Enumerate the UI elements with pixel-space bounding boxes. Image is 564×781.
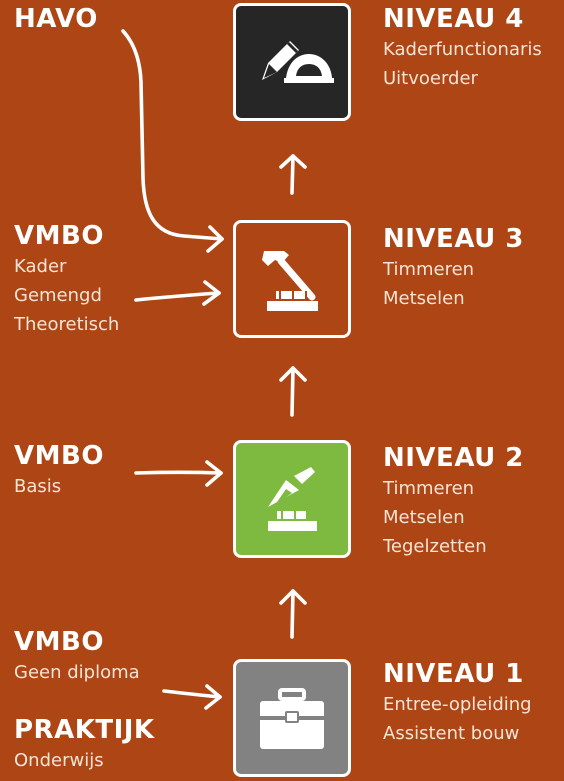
hammer-bricks-icon bbox=[262, 251, 318, 311]
vmbo-basis-label-block: VMBO Basis bbox=[14, 441, 104, 501]
level-4-box bbox=[233, 3, 351, 121]
arrow-niveau-3-to-niveau-4 bbox=[290, 154, 295, 195]
niveau-4-title: NIVEAU 4 bbox=[383, 4, 524, 34]
arrow-niveau-2-head bbox=[279, 589, 307, 605]
arrow-havo-to-niveau-3 bbox=[121, 29, 224, 241]
niveau-3-line-metselen: Metselen bbox=[383, 288, 465, 309]
arrow-niveau-1-to-niveau-2 bbox=[290, 589, 295, 639]
niveau-1-label-block: NIVEAU 1 Entree-opleiding Assistent bouw bbox=[383, 659, 532, 748]
arrow-praktijk-head bbox=[204, 684, 222, 710]
pencil-protractor-icon bbox=[262, 41, 334, 83]
vmbo-geen-diploma-line: Geen diploma bbox=[14, 662, 140, 683]
vmbo-title: VMBO bbox=[14, 221, 104, 251]
arrow-niveau-2-to-niveau-3 bbox=[290, 366, 295, 417]
vmbo-geen-diploma-label-block: VMBO Geen diploma bbox=[14, 627, 140, 687]
niveau-3-label-block: NIVEAU 3 Timmeren Metselen bbox=[383, 224, 524, 313]
toolbox-icon bbox=[260, 688, 324, 749]
trowel-bricks-icon bbox=[268, 467, 317, 531]
vmbo-kader-label-block: VMBO Kader Gemengd Theoretisch bbox=[14, 221, 119, 339]
niveau-1-title: NIVEAU 1 bbox=[383, 659, 524, 689]
niveau-4-line-uitvoerder: Uitvoerder bbox=[383, 68, 478, 89]
vmbo-basis-title: VMBO bbox=[14, 441, 104, 471]
vmbo-geen-diploma-title: VMBO bbox=[14, 627, 104, 657]
arrow-vmbo-upper-to-niveau-3 bbox=[134, 291, 221, 302]
niveau-2-line-tegelzetten: Tegelzetten bbox=[383, 536, 487, 557]
niveau-3-title: NIVEAU 3 bbox=[383, 224, 524, 254]
vmbo-kader-line-theoretisch: Theoretisch bbox=[14, 314, 120, 335]
arrow-vmbo-basis-to-niveau-2 bbox=[134, 470, 223, 475]
niveau-2-line-metselen: Metselen bbox=[383, 507, 465, 528]
havo-label-block: HAVO bbox=[14, 4, 98, 35]
arrow-havo-head bbox=[206, 225, 224, 253]
arrow-praktijk-to-niveau-1 bbox=[162, 689, 222, 699]
arrow-vmbo-upper-head bbox=[202, 280, 221, 306]
praktijk-label-block: PRAKTIJK Onderwijs bbox=[14, 715, 155, 775]
arrow-niveau-4-head bbox=[279, 154, 307, 169]
vmbo-kader-line-gemengd: Gemengd bbox=[14, 285, 102, 306]
niveau-1-line-entree-opleiding: Entree-opleiding bbox=[383, 694, 532, 715]
niveau-4-line-kaderfunctionaris: Kaderfunctionaris bbox=[383, 39, 542, 60]
niveau-2-line-timmeren: Timmeren bbox=[383, 478, 475, 499]
niveau-1-line-assistent-bouw: Assistent bouw bbox=[383, 723, 520, 744]
niveau-2-label-block: NIVEAU 2 Timmeren Metselen Tegelzetten bbox=[383, 443, 524, 561]
vmbo-kader-line-kader: Kader bbox=[14, 256, 67, 277]
niveau-4-label-block: NIVEAU 4 Kaderfunctionaris Uitvoerder bbox=[383, 4, 542, 93]
arrow-vmbo-basis-head bbox=[205, 460, 223, 487]
praktijk-title: PRAKTIJK bbox=[14, 715, 155, 745]
praktijk-line: Onderwijs bbox=[14, 750, 104, 771]
havo-title: HAVO bbox=[14, 4, 98, 34]
level-2-box bbox=[233, 440, 351, 558]
level-1-box bbox=[233, 659, 351, 777]
niveau-2-title: NIVEAU 2 bbox=[383, 443, 524, 473]
vmbo-basis-line: Basis bbox=[14, 476, 62, 497]
niveau-3-line-timmeren: Timmeren bbox=[383, 259, 475, 280]
arrow-niveau-3-head bbox=[279, 366, 307, 382]
level-3-box bbox=[233, 220, 351, 338]
